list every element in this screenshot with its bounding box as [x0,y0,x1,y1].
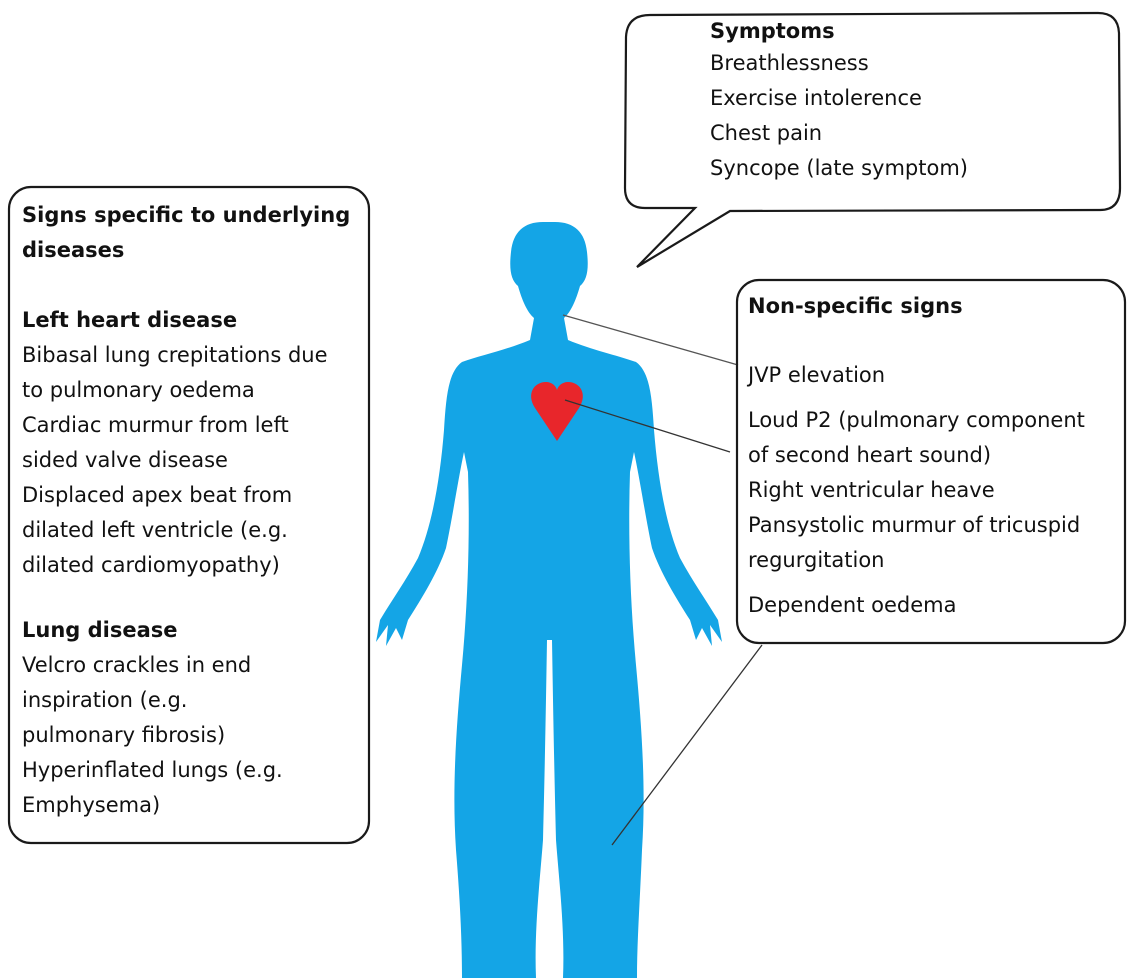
lung-sign-line: Hyperinflated lungs (e.g. [22,753,367,788]
underlying-signs-box: Signs specific to underlying diseases Le… [22,198,367,823]
lung-sign-line: inspiration (e.g. [22,683,367,718]
murmur-sign-line: Pansystolic murmur of tricuspid [748,508,1123,543]
symptoms-box: Symptoms Breathlessness Exercise intoler… [710,16,1110,186]
nonspecific-signs-box: Non-specific signs JVP elevation Loud P2… [748,289,1123,623]
symptoms-heading: Symptoms [710,16,1110,46]
left-heart-sign-line: dilated cardiomyopathy) [22,548,367,583]
rv-heave-sign: Right ventricular heave [748,473,1123,508]
oedema-sign: Dependent oedema [748,588,1123,623]
left-heart-sign-line: sided valve disease [22,443,367,478]
left-heart-sign-line: to pulmonary oedema [22,373,367,408]
left-heart-sign-line: Displaced apex beat from [22,478,367,513]
symptom-item: Exercise intolerence [710,81,1110,116]
left-heart-sign-line: Bibasal lung crepitations due [22,338,367,373]
left-heart-sign-line: Cardiac murmur from left [22,408,367,443]
lung-sign-line: pulmonary fibrosis) [22,718,367,753]
p2-sign-line: Loud P2 (pulmonary component [748,403,1123,438]
symptom-item: Chest pain [710,116,1110,151]
underlying-heading-line: Signs specific to underlying [22,198,367,233]
left-heart-disease-heading: Left heart disease [22,303,367,338]
lung-sign-line: Emphysema) [22,788,367,823]
lung-sign-line: Velcro crackles in end [22,648,367,683]
symptom-item: Syncope (late symptom) [710,151,1110,186]
lung-disease-heading: Lung disease [22,613,367,648]
jvp-sign: JVP elevation [748,358,1123,393]
human-body-silhouette [376,222,722,978]
nonspecific-heading: Non-specific signs [748,289,1123,324]
symptom-item: Breathlessness [710,46,1110,81]
p2-sign-line: of second heart sound) [748,438,1123,473]
murmur-sign-line: regurgitation [748,543,1123,578]
underlying-heading-line: diseases [22,233,367,268]
left-heart-sign-line: dilated left ventricle (e.g. [22,513,367,548]
